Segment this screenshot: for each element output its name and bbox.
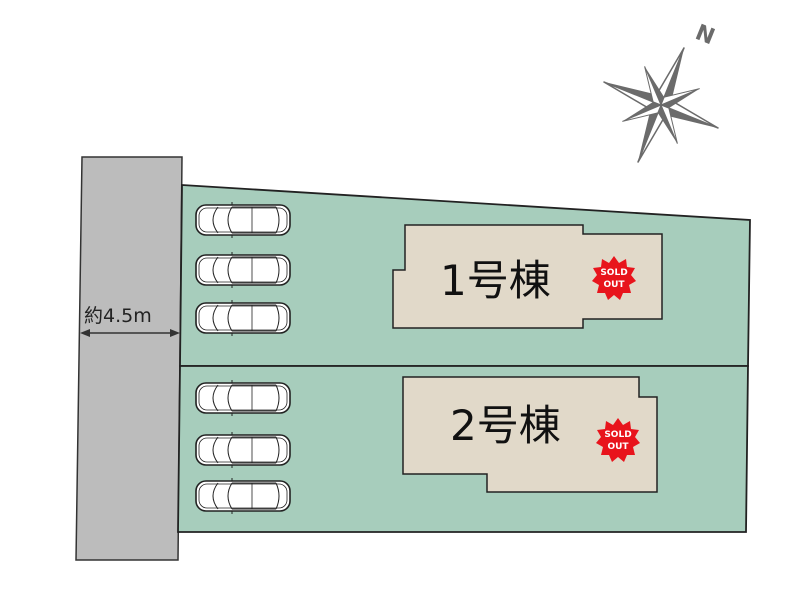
sold-out-badge: SOLD OUT [592,256,636,300]
parking-car-icon [195,201,291,239]
parking-car-icon [195,251,291,289]
sold-out-badge: SOLD OUT [596,418,640,462]
parking-car-icon [195,431,291,469]
svg-text:SOLD: SOLD [600,268,627,278]
svg-text:OUT: OUT [607,442,629,452]
road-width-label: 約4.5m [84,305,152,327]
svg-text:OUT: OUT [603,280,625,290]
road [75,156,183,561]
building-1 [392,224,663,329]
building-2 [402,376,658,493]
north-label: N [692,20,718,50]
compass-rose-icon [603,47,719,163]
building-2-label: 2号棟 [450,401,561,450]
dimension-arrow-icon [80,329,180,337]
svg-text:SOLD: SOLD [604,430,631,440]
parking-car-icon [195,477,291,515]
building-1-label: 1号棟 [440,256,551,305]
parking-car-icon [195,299,291,337]
parking-car-icon [195,379,291,417]
